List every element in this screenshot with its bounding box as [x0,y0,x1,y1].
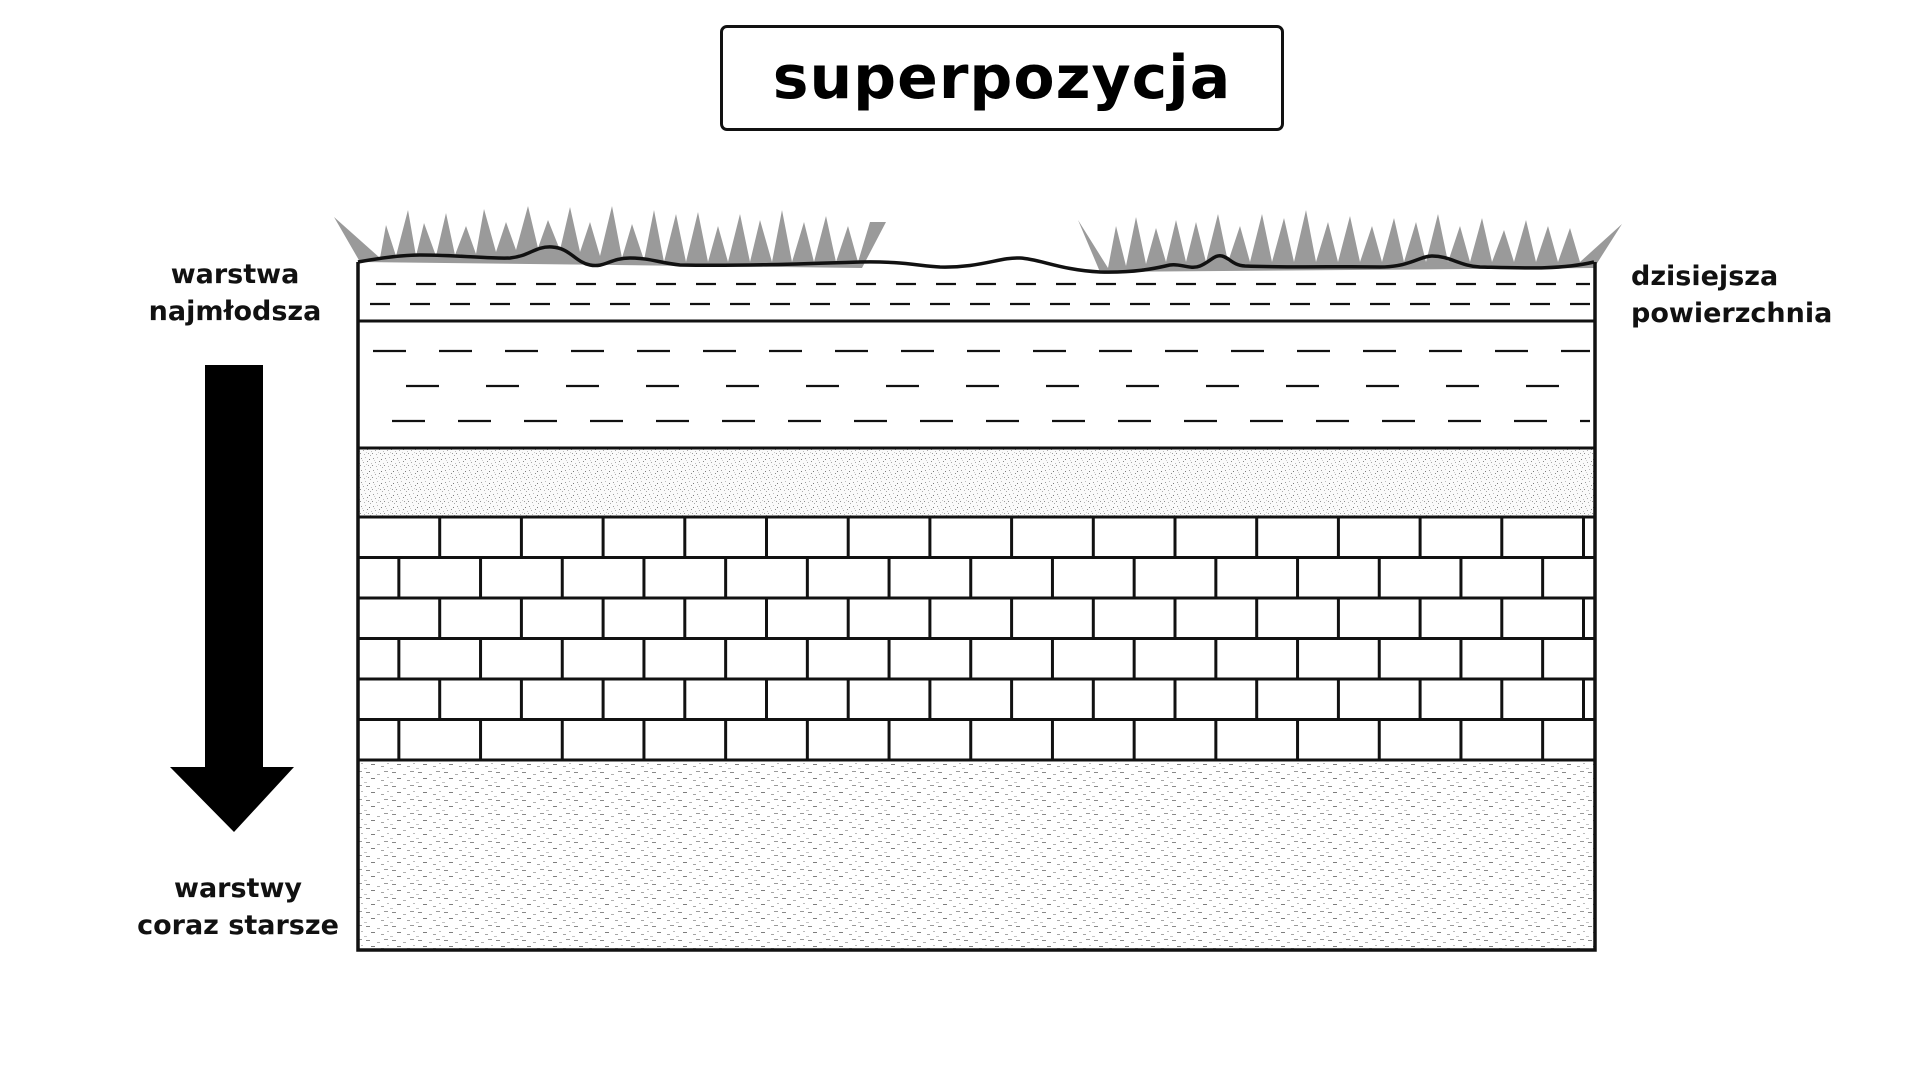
label-youngest-layer: warstwa najmłodsza [130,256,340,330]
layer-4-bricks [358,517,1595,760]
label-line: powierzchnia [1631,298,1833,329]
page-title: superpozycja [772,43,1232,113]
layer-2-dashes [373,349,1590,423]
label-line: najmłodsza [148,296,322,327]
strata-outline [356,262,1597,952]
title-box: superpozycja [720,25,1284,131]
grass-right [1078,210,1622,272]
layer-3-stipple [358,447,1595,517]
label-older-layers: warstwy coraz starsze [118,870,358,944]
layer-1-dashes [362,282,1590,306]
grass-left [334,206,886,268]
label-present-surface: dzisiejsza powierzchnia [1631,258,1891,332]
label-line: dzisiejsza [1631,261,1779,292]
label-line: coraz starsze [137,910,339,941]
arrow-down-icon [170,365,294,832]
label-line: warstwy [174,873,302,904]
surface-line [357,245,1595,274]
label-line: warstwa [170,259,300,290]
layer-5-specks [358,760,1595,950]
